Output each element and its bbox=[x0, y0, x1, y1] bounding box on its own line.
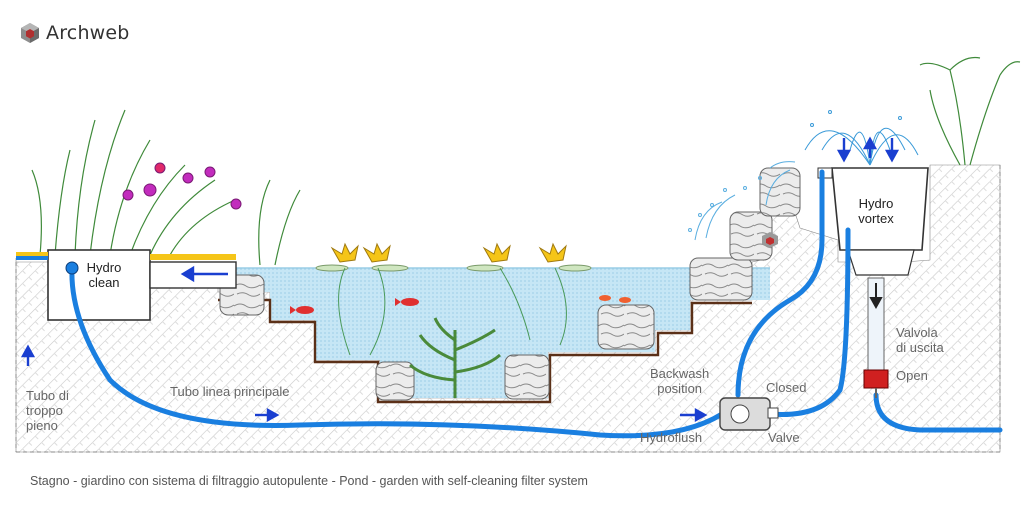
open-label: Open bbox=[896, 368, 928, 383]
valve-label: Valve bbox=[768, 430, 800, 445]
hydro-clean-label: Hydro clean bbox=[80, 260, 128, 290]
flowers bbox=[122, 162, 242, 210]
hydro-clean-label-line1: Hydro bbox=[86, 260, 122, 275]
backwash-label-line2: position bbox=[657, 381, 703, 396]
fixture-icon bbox=[762, 232, 778, 248]
stone-bottom-right bbox=[504, 354, 550, 400]
right-plant bbox=[919, 56, 1021, 166]
hydroflush-label: Hydroflush bbox=[640, 430, 703, 445]
overflow-pipe-label-line3: pieno bbox=[26, 418, 58, 433]
hydro-vortex-box bbox=[831, 167, 929, 251]
outlet-valve-label: Valvola di uscita bbox=[896, 325, 944, 355]
backwash-label: Backwash position bbox=[650, 366, 709, 396]
overflow-pipe-label-line1: Tubo di bbox=[26, 388, 69, 403]
stone-cascade-low bbox=[689, 257, 753, 301]
fish bbox=[290, 295, 631, 314]
underwater-plant bbox=[409, 317, 501, 398]
backwash-label-line1: Backwash bbox=[650, 366, 710, 381]
hydro-vortex-base bbox=[847, 249, 915, 276]
overflow-pipe-label: Tubo di troppo pieno bbox=[26, 388, 69, 433]
cascade-splash bbox=[688, 161, 796, 241]
fountain-spray bbox=[804, 110, 919, 166]
stone-cascade-top bbox=[759, 167, 801, 217]
overflow-pipe-label-line2: troppo bbox=[26, 403, 63, 418]
outlet-valve-label-line1: Valvola bbox=[896, 325, 938, 340]
outlet-valve bbox=[863, 369, 889, 389]
brand-logo: Archweb bbox=[20, 22, 130, 44]
pipe-intake-dot bbox=[65, 261, 79, 275]
brand-name: Archweb bbox=[46, 22, 130, 44]
closed-label: Closed bbox=[766, 380, 807, 395]
hydro-vortex-label-line1: Hydro bbox=[858, 196, 894, 211]
hydroflush-port bbox=[767, 407, 779, 419]
hydro-vortex-label: Hydro vortex bbox=[848, 196, 904, 226]
stone-bottom-left bbox=[375, 361, 415, 401]
yellow-edge-left bbox=[16, 252, 48, 256]
hydroflush-dial bbox=[730, 404, 750, 424]
archweb-cube-icon bbox=[21, 23, 39, 43]
pond-water bbox=[222, 268, 770, 398]
hydro-vortex-label-line2: vortex bbox=[858, 211, 894, 226]
left-plants bbox=[31, 109, 301, 266]
yellow-edge-inlet bbox=[150, 254, 236, 260]
main-line-label: Tubo linea principale bbox=[170, 384, 290, 399]
hydro-clean-box bbox=[47, 249, 151, 321]
hydro-vortex-inlet bbox=[817, 167, 833, 179]
water-lilies bbox=[315, 242, 592, 356]
outlet-flow-arrow bbox=[869, 283, 883, 310]
figure-caption: Stagno - giardino con sistema di filtrag… bbox=[30, 474, 588, 488]
stone-right-shelf bbox=[597, 304, 655, 350]
outlet-valve-label-line2: di uscita bbox=[896, 340, 944, 355]
pipes bbox=[69, 169, 1003, 439]
pond-liner bbox=[218, 298, 752, 404]
flow-arrows bbox=[20, 136, 900, 423]
hydro-clean-label-line2: clean bbox=[88, 275, 120, 290]
